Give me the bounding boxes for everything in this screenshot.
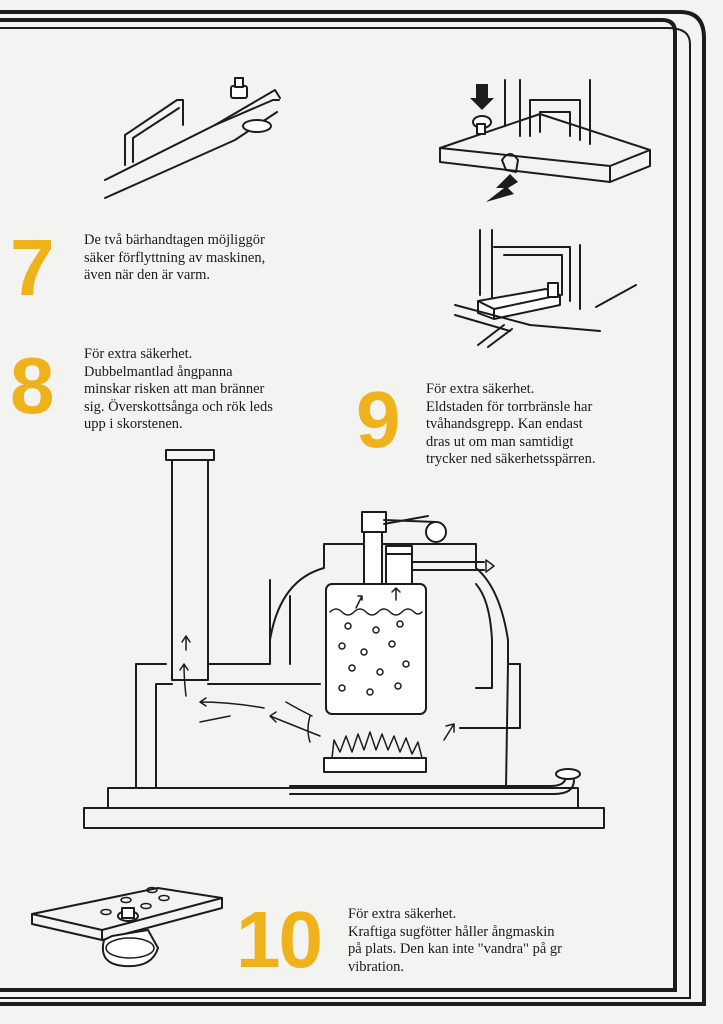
step-10-text: För extra säkerhet. Kraftiga sugfötter h… <box>348 906 562 975</box>
step-10-number: 10 <box>236 895 323 984</box>
step-7-text: De två bärhandtagen möjliggör säker förf… <box>84 232 266 283</box>
steam-engine-cross-section <box>83 449 605 829</box>
safety-latch-illustration <box>439 79 651 202</box>
carry-handle-illustration <box>104 77 281 199</box>
step-7-number: 7 <box>10 223 55 312</box>
step-9-text: För extra säkerhet. Eldstaden för torrbr… <box>426 381 596 467</box>
step-8-number: 8 <box>10 341 55 430</box>
firebox-drawer-illustration <box>454 229 637 348</box>
step-8-text: För extra säkerhet. Dubbelmantlad ångpan… <box>84 346 273 432</box>
suction-foot-illustration <box>31 886 223 968</box>
step-9-number: 9 <box>356 375 401 464</box>
